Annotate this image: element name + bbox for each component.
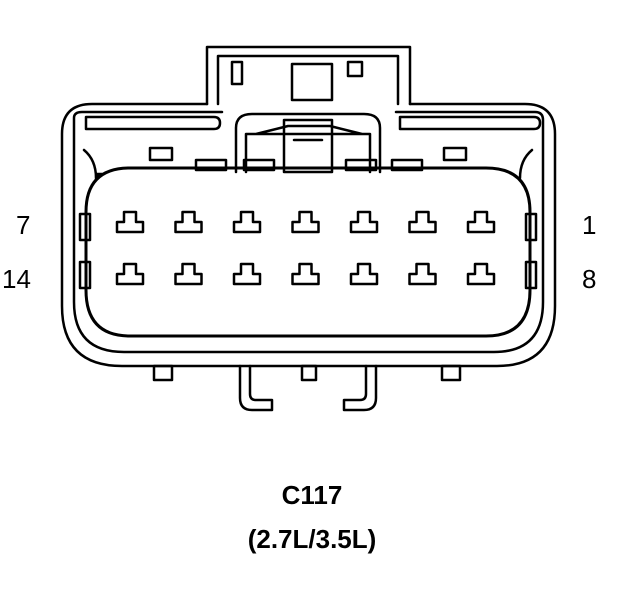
top-nub bbox=[242, 158, 276, 172]
center-post bbox=[282, 118, 334, 174]
pin-cavity-1 bbox=[466, 210, 496, 234]
housing-inner-rim bbox=[72, 110, 545, 354]
latch-block bbox=[290, 62, 334, 102]
pin-label-row1-right: 1 bbox=[582, 210, 597, 240]
pin-cavity-6 bbox=[174, 210, 203, 234]
top-latch bbox=[205, 45, 412, 106]
center-key-inner bbox=[244, 124, 372, 174]
pin-cavity-11 bbox=[291, 262, 320, 286]
pin-cavity-10 bbox=[349, 262, 379, 286]
bottom-tab bbox=[440, 364, 462, 382]
pin-cavity-2 bbox=[408, 210, 437, 234]
pin-cavity-4 bbox=[291, 210, 320, 234]
side-tab-left-bottom bbox=[78, 260, 92, 290]
top-latch-inner bbox=[216, 54, 400, 106]
connector-variant: (2.7L/3.5L) bbox=[247, 524, 377, 554]
top-nub bbox=[194, 158, 228, 172]
side-tab-right-top bbox=[524, 212, 538, 242]
pin-cavities bbox=[115, 210, 496, 286]
rail-right bbox=[398, 115, 542, 131]
pin-cavity-14 bbox=[115, 262, 145, 286]
pin-cavity-3 bbox=[349, 210, 379, 234]
pin-cavity-12 bbox=[232, 262, 262, 286]
pin-label-row1-left: 7 bbox=[16, 210, 31, 240]
top-nub bbox=[344, 158, 378, 172]
connector-name: C117 bbox=[281, 480, 343, 510]
pin-cavity-7 bbox=[115, 210, 145, 234]
housing-outer bbox=[60, 102, 557, 368]
top-nub bbox=[390, 158, 424, 172]
pin-cavity-8 bbox=[466, 262, 496, 286]
pin-cavity-13 bbox=[174, 262, 203, 286]
latch-small-block-left bbox=[230, 60, 244, 86]
rail-left bbox=[84, 115, 222, 131]
bottom-tab bbox=[152, 364, 174, 382]
side-tab-left-top bbox=[78, 212, 92, 242]
center-key bbox=[234, 112, 382, 174]
bottom-hook-left bbox=[238, 364, 274, 412]
top-nub bbox=[442, 146, 468, 162]
side-tab-right-bottom bbox=[524, 260, 538, 290]
latch-small-block bbox=[346, 60, 364, 78]
pin-label-row2-left: 14 bbox=[2, 264, 31, 294]
pin-label-row2-right: 8 bbox=[582, 264, 597, 294]
bottom-tab bbox=[300, 364, 318, 382]
cavity-face bbox=[84, 166, 532, 338]
cavity-face-outline bbox=[82, 148, 534, 182]
top-nub bbox=[148, 146, 174, 162]
bottom-hook-right bbox=[342, 364, 378, 412]
pin-cavity-5 bbox=[232, 210, 262, 234]
pin-cavity-9 bbox=[408, 262, 437, 286]
